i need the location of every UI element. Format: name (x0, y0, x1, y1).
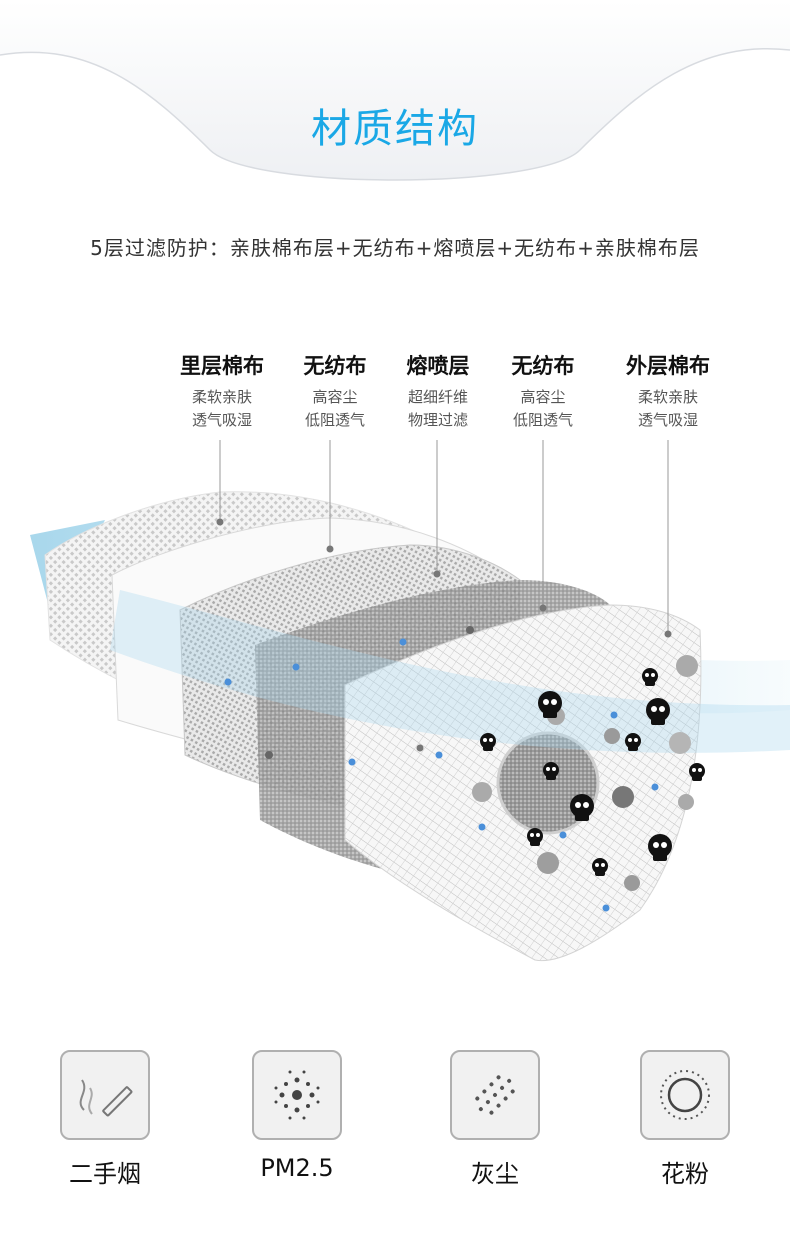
pollutant-label-smoke: 二手烟 (69, 1160, 141, 1188)
layer-label-nonwoven-2: 无纺布 高容尘低阻透气 (488, 350, 598, 432)
pollutant-label-pm25: PM2.5 (260, 1154, 334, 1182)
pollutant-label-pollen: 花粉 (661, 1160, 709, 1188)
layer-desc: 高容尘低阻透气 (304, 388, 365, 429)
layer-name: 无纺布 (511, 354, 575, 378)
layer-name: 熔喷层 (406, 354, 470, 378)
layer-name: 里层棉布 (180, 354, 264, 378)
page-title: 材质结构 (311, 106, 479, 152)
pollen-icon (640, 1050, 730, 1140)
filter-summary: 5层过滤防护：亲肤棉布层+无纺布+熔喷层+无纺布+亲肤棉布层 (90, 236, 700, 260)
pollutant-label-dust: 灰尘 (471, 1160, 519, 1188)
layer-desc: 超细纤维物理过滤 (407, 388, 468, 429)
layer-label-outer-cotton: 外层棉布 柔软亲肤透气吸湿 (613, 350, 723, 432)
skull-particles (480, 668, 705, 876)
layer-name: 外层棉布 (626, 354, 710, 378)
header-curve (0, 0, 790, 181)
layer-desc: 柔软亲肤透气吸湿 (637, 388, 698, 429)
pm-particles-blue (224, 638, 659, 912)
layer-label-nonwoven-1: 无纺布 高容尘低阻透气 (280, 350, 390, 432)
dust-particles (265, 626, 698, 891)
layer-desc: 高容尘低阻透气 (512, 388, 573, 429)
dust-icon (450, 1050, 540, 1140)
particle-icon (252, 1050, 342, 1140)
layer-desc: 柔软亲肤透气吸湿 (191, 388, 252, 429)
layer-label-inner-cotton: 里层棉布 柔软亲肤透气吸湿 (167, 350, 277, 432)
layer-label-meltblown: 熔喷层 超细纤维物理过滤 (383, 350, 493, 432)
layer-name: 无纺布 (303, 354, 367, 378)
cigarette-icon (60, 1050, 150, 1140)
mask-layers-illustration (30, 440, 790, 962)
